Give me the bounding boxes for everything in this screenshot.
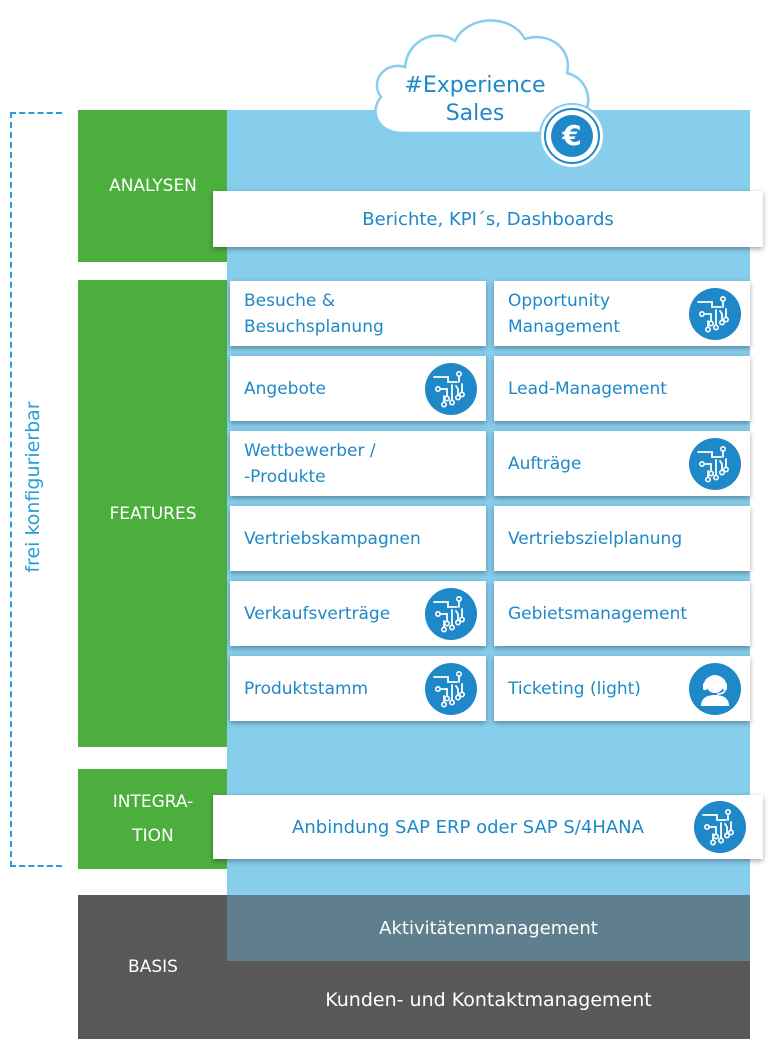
feature-box: Produktstamm bbox=[230, 656, 486, 721]
feature-label-line-1: Besuche & bbox=[244, 290, 335, 311]
feature-box: Ticketing (light) bbox=[494, 656, 750, 721]
feature-label-line-1: Vertriebszielplanung bbox=[508, 528, 683, 549]
feature-label: Angebote bbox=[244, 376, 486, 402]
feature-box: Angebote bbox=[230, 356, 486, 421]
feature-label: Lead-Management bbox=[508, 376, 750, 402]
category-features: FEATURES bbox=[78, 280, 228, 747]
circuit-icon bbox=[688, 437, 742, 491]
customer-contact-management-label: Kunden- und Kontaktmanagement bbox=[325, 989, 652, 1011]
cloud-title-line-1: #Experience bbox=[404, 73, 546, 98]
feature-label: Aufträge bbox=[508, 451, 750, 477]
category-integration: INTEGRA- TION bbox=[78, 769, 228, 869]
euro-coin-icon: € bbox=[538, 102, 606, 170]
euro-symbol: € bbox=[562, 119, 582, 152]
circuit-icon bbox=[424, 662, 478, 716]
feature-label-line-1: Opportunity bbox=[508, 290, 611, 311]
feature-label-line-1: Ticketing (light) bbox=[508, 678, 641, 699]
cloud-title: #Experience Sales bbox=[375, 72, 575, 128]
customer-contact-management-bar: Kunden- und Kontaktmanagement bbox=[227, 961, 750, 1039]
feature-box: Vertriebskampagnen bbox=[230, 506, 486, 571]
feature-label: Wettbewerber / -Produkte bbox=[244, 438, 486, 490]
feature-label: Vertriebskampagnen bbox=[244, 526, 486, 552]
circuit-icon bbox=[424, 362, 478, 416]
feature-label: Verkaufsverträge bbox=[244, 601, 486, 627]
support-agent-icon bbox=[688, 662, 742, 716]
analysen-box-label: Berichte, KPI´s, Dashboards bbox=[362, 208, 614, 230]
feature-label-line-2: Besuchsplanung bbox=[244, 316, 384, 337]
category-analysen-label: ANALYSEN bbox=[109, 176, 197, 196]
category-analysen: ANALYSEN bbox=[78, 110, 228, 262]
feature-label: Vertriebszielplanung bbox=[508, 526, 750, 552]
feature-label: Besuche & Besuchsplanung bbox=[244, 288, 486, 340]
cloud-title-line-2: Sales bbox=[445, 101, 505, 126]
feature-label-line-1: Wettbewerber / bbox=[244, 440, 376, 461]
feature-label-line-2: Management bbox=[508, 316, 620, 337]
activity-management-bar: Aktivitätenmanagement bbox=[227, 895, 750, 961]
feature-label-line-1: Aufträge bbox=[508, 453, 582, 474]
feature-box: Aufträge bbox=[494, 431, 750, 496]
feature-label-line-2: -Produkte bbox=[244, 466, 326, 487]
feature-box: Wettbewerber / -Produkte bbox=[230, 431, 486, 496]
feature-box: Lead-Management bbox=[494, 356, 750, 421]
feature-label: Ticketing (light) bbox=[508, 676, 750, 702]
bracket-label: frei konfigurierbar bbox=[22, 401, 44, 573]
analysen-box: Berichte, KPI´s, Dashboards bbox=[213, 191, 763, 247]
category-basis: BASIS bbox=[78, 895, 228, 1039]
feature-box: Gebietsmanagement bbox=[494, 581, 750, 646]
feature-box: Besuche & Besuchsplanung bbox=[230, 281, 486, 346]
feature-label: Gebietsmanagement bbox=[508, 601, 750, 627]
feature-label-line-1: Verkaufsverträge bbox=[244, 603, 391, 624]
feature-label-line-1: Vertriebskampagnen bbox=[244, 528, 421, 549]
configurable-bracket bbox=[10, 112, 62, 867]
feature-label-line-1: Lead-Management bbox=[508, 378, 667, 399]
feature-label-line-1: Angebote bbox=[244, 378, 326, 399]
circuit-icon bbox=[693, 800, 747, 854]
feature-label: Produktstamm bbox=[244, 676, 486, 702]
category-basis-label: BASIS bbox=[128, 957, 178, 977]
feature-label-line-1: Produktstamm bbox=[244, 678, 369, 699]
circuit-icon bbox=[688, 287, 742, 341]
feature-box: Vertriebszielplanung bbox=[494, 506, 750, 571]
feature-label-line-1: Gebietsmanagement bbox=[508, 603, 688, 624]
feature-box: Verkaufsverträge bbox=[230, 581, 486, 646]
category-integration-label-2: TION bbox=[132, 826, 174, 846]
category-integration-label-1: INTEGRA- bbox=[112, 792, 194, 812]
circuit-icon bbox=[424, 587, 478, 641]
category-features-label: FEATURES bbox=[109, 503, 197, 524]
integration-box: Anbindung SAP ERP oder SAP S/4HANA bbox=[213, 795, 763, 859]
activity-management-label: Aktivitätenmanagement bbox=[379, 917, 598, 939]
integration-box-label: Anbindung SAP ERP oder SAP S/4HANA bbox=[292, 816, 644, 838]
